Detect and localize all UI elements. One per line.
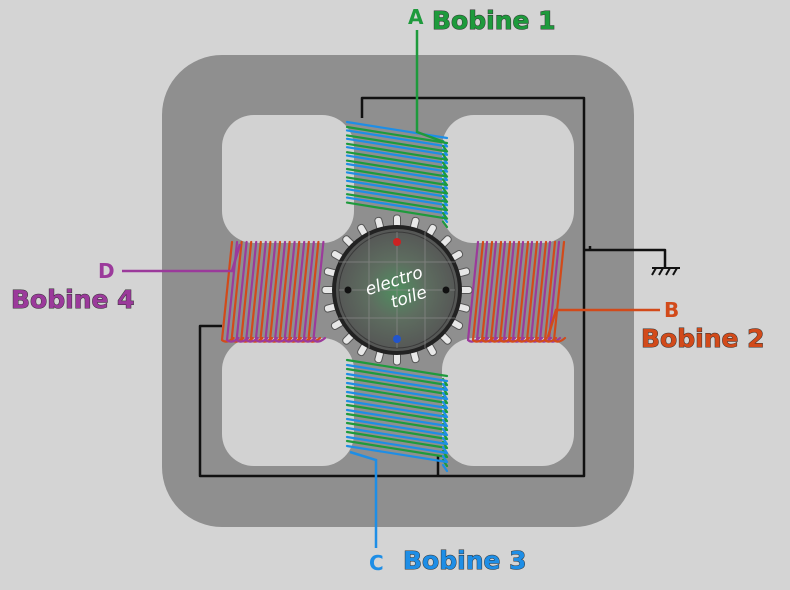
terminal-a-label: A: [408, 5, 424, 29]
coil-4-lead: [122, 243, 242, 273]
rotor-pole-south: [393, 335, 401, 343]
coil-3-title: Bobine 3: [403, 546, 527, 575]
stator-window-bottom-right: [442, 338, 574, 466]
terminal-b-label: B: [664, 298, 679, 322]
coil-2-lead: [546, 308, 660, 338]
coil-3-winding: [345, 358, 449, 473]
terminal-c-label: C: [369, 551, 384, 575]
coil-3-lead: [349, 450, 378, 548]
coil-1-winding: [345, 120, 449, 229]
coil-1-title: Bobine 1: [432, 6, 556, 35]
rotor: electro toile: [321, 214, 473, 366]
rotor-grid: [339, 232, 455, 348]
coil4-wire-b: [225, 240, 327, 343]
rotor-pin-right: [442, 286, 450, 294]
coil-1-lead: [415, 30, 445, 144]
coil2-wire-a: [466, 240, 562, 343]
coil-2-winding: [466, 240, 567, 343]
common-wiring: [198, 96, 667, 478]
stator-window-top-left: [222, 115, 354, 243]
coil3-wire-a: [345, 358, 449, 468]
rotor-pole-north: [393, 238, 401, 246]
coil2-wire-b: [471, 240, 567, 343]
coil-4-winding: [220, 240, 327, 343]
ground-symbol-icon: [651, 267, 680, 276]
coil-4-title: Bobine 4: [11, 285, 135, 314]
coil-2-title: Bobine 2: [641, 324, 765, 353]
stator-window-top-right: [442, 115, 574, 243]
terminal-d-label: D: [98, 259, 115, 283]
stator-window-bottom-left: [222, 338, 354, 466]
coil1-wire-b: [345, 125, 449, 229]
coil3-wire-b: [345, 363, 449, 473]
rotor-pin-left: [344, 286, 352, 294]
